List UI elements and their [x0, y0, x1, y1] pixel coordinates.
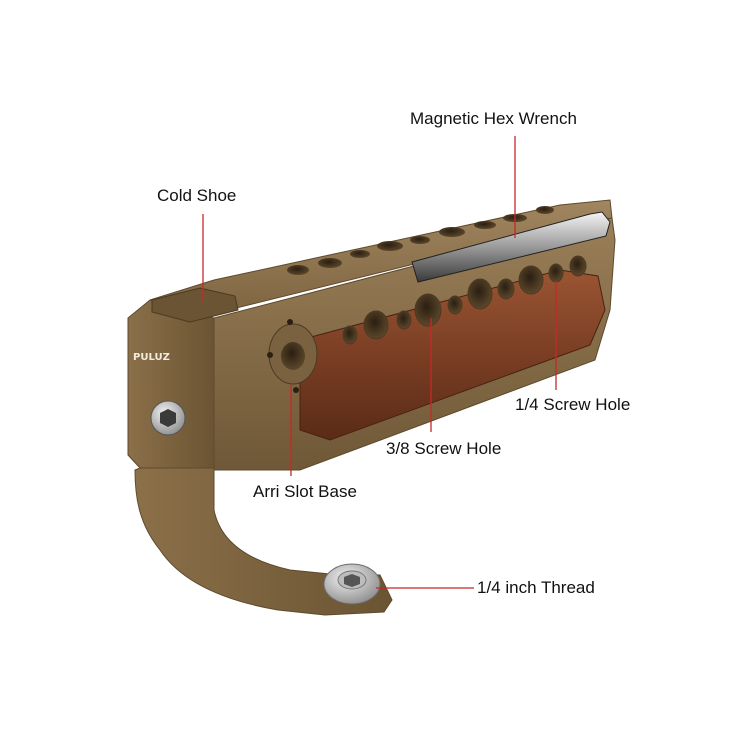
arri-slot-base — [267, 319, 318, 393]
hex-bolt — [150, 400, 186, 436]
front-screw-holes — [342, 255, 587, 345]
thumb-screw — [323, 563, 381, 605]
label-quarter-screw-hole: 1/4 Screw Hole — [515, 395, 631, 414]
label-arri-slot-base: Arri Slot Base — [253, 482, 357, 501]
magnetic-hex-wrench — [411, 211, 611, 283]
callout-lines — [202, 136, 557, 589]
label-quarter-inch-thread: 1/4 inch Thread — [477, 578, 595, 597]
label-three-eighths-screw-hole: 3/8 Screw Hole — [386, 439, 502, 458]
label-magnetic-hex-wrench: Magnetic Hex Wrench — [410, 109, 577, 128]
brand-logo: PULUZ — [133, 352, 170, 363]
cold-shoe-slot — [151, 287, 239, 323]
handle-end-block — [127, 299, 215, 471]
top-screw-holes — [287, 206, 554, 275]
label-cold-shoe: Cold Shoe — [157, 186, 237, 205]
wood-grip — [299, 269, 606, 441]
